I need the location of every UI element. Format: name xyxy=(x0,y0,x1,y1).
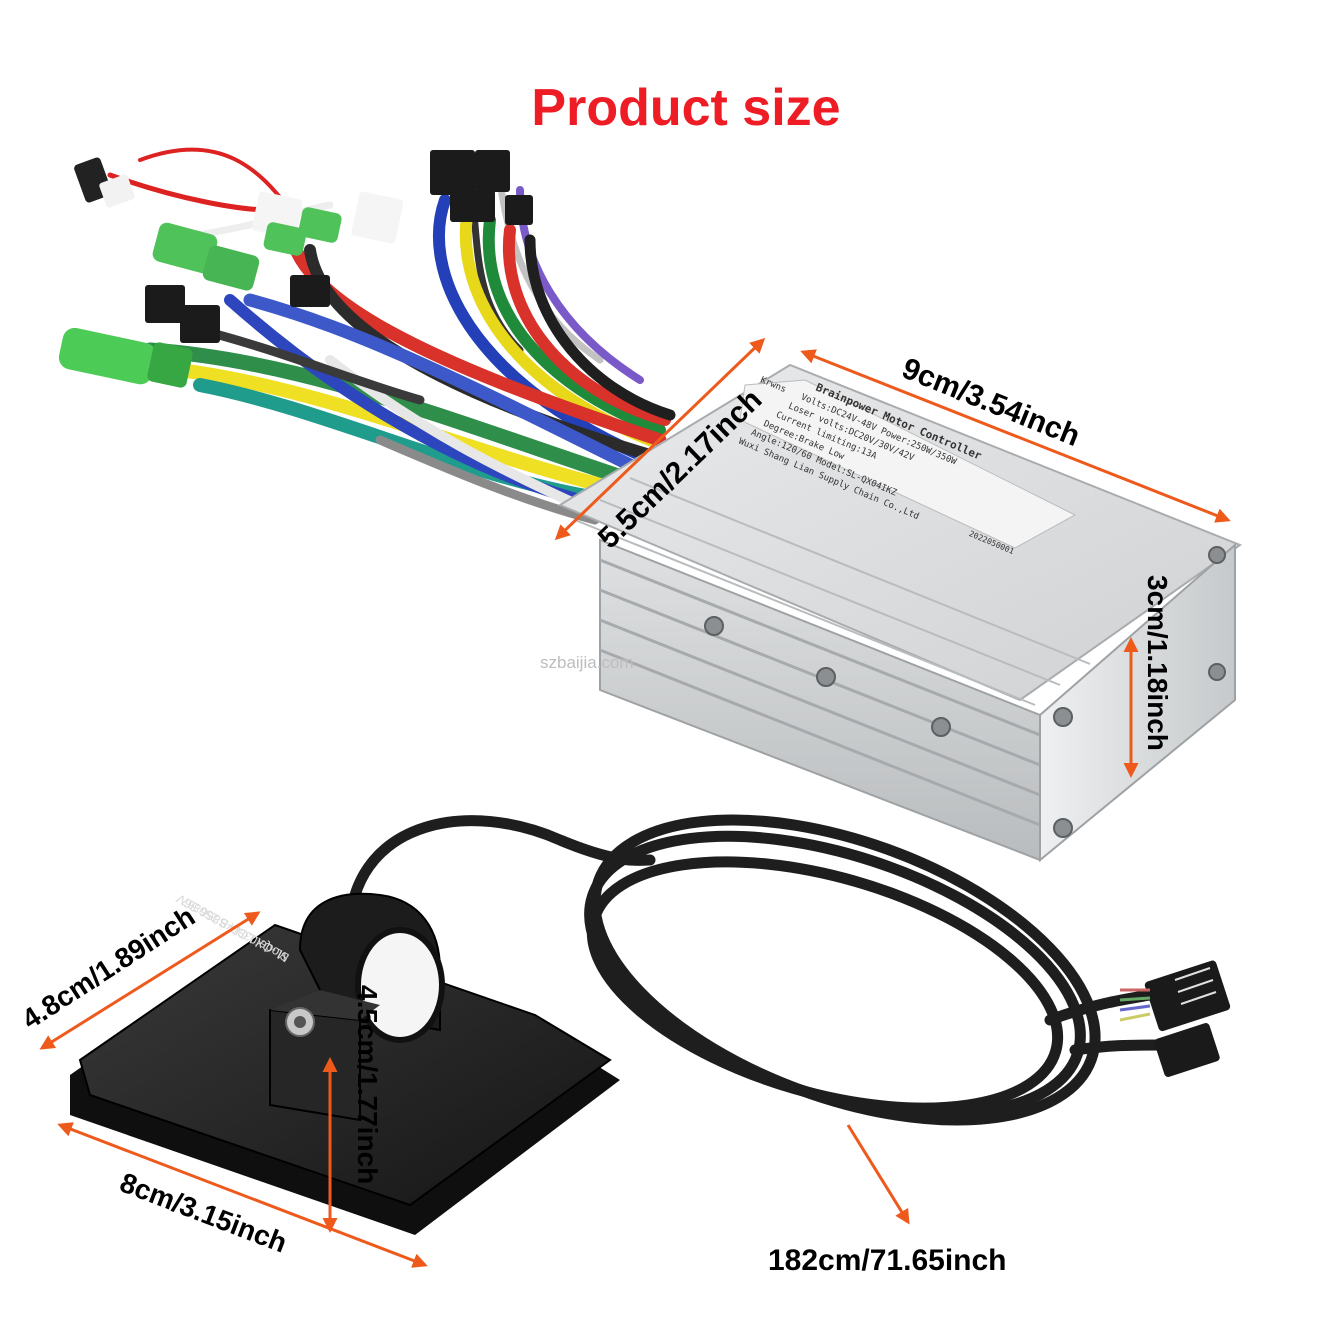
arrow-display-width xyxy=(39,911,261,1050)
display-cable-connectors xyxy=(1119,960,1231,1077)
label-cable-length: 182cm/71.65inch xyxy=(768,1244,1007,1277)
display-cable xyxy=(344,814,1166,1126)
arrow-controller-length xyxy=(800,349,1231,523)
arrow-controller-width xyxy=(554,337,766,541)
watermark: szbaijia.com xyxy=(540,653,634,672)
dimension-arrows xyxy=(39,337,1231,1268)
wire-connectors xyxy=(58,150,533,388)
arrow-cable-length xyxy=(846,1124,910,1225)
arrow-display-length xyxy=(57,1122,428,1268)
label-display-height: 4.5cm/1.77inch xyxy=(352,985,383,1184)
product-size-title: Product size xyxy=(531,79,841,137)
label-controller-height: 3cm/1.18inch xyxy=(1142,575,1173,751)
